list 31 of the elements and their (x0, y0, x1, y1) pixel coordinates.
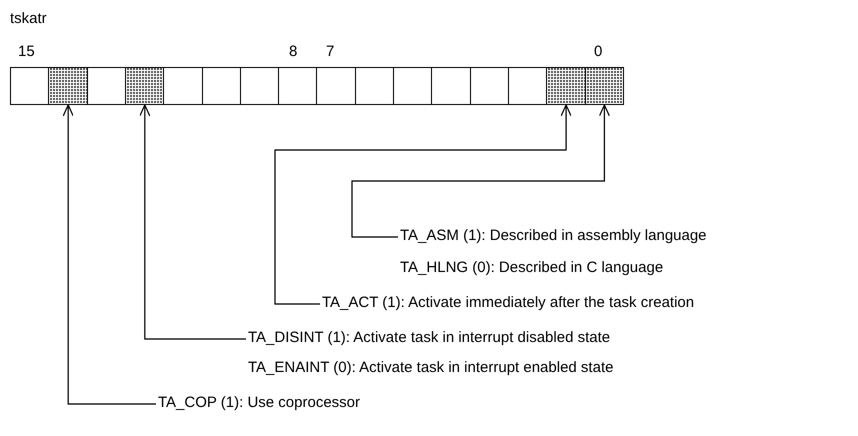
bit-number: 15 (18, 43, 35, 61)
shaded-bit-cell (124, 67, 165, 105)
bit-cell (86, 67, 126, 105)
shaded-bit-cell (546, 67, 586, 105)
register-name: tskatr (10, 10, 47, 28)
bit-description: TA_COP (1): Use coprocessor (158, 394, 360, 412)
leader-line (274, 104, 572, 305)
bit-description: TA_ACT (1): Activate immediately after the task creation (322, 294, 694, 312)
bit-cell (202, 67, 242, 105)
bit-cell (508, 67, 548, 105)
bit-cell (470, 67, 510, 105)
bit-cell (354, 67, 394, 105)
bit-cell (393, 67, 433, 105)
bit-cell (278, 67, 318, 105)
bit-cell (240, 67, 280, 105)
leader-line (62, 104, 156, 405)
bit-number: 0 (594, 43, 602, 61)
bit-cell (10, 67, 50, 105)
bit-number: 8 (289, 43, 298, 61)
shaded-bit-cell (584, 67, 624, 105)
bit-cell (163, 67, 203, 105)
bit-description: TA_DISINT (1): Activate task in interrupt disabled state (248, 329, 612, 347)
bit-description: TA_HLNG (0): Described in C language (400, 259, 664, 277)
bit-cell (316, 67, 356, 105)
leader-line (139, 104, 246, 340)
bit-cell (431, 67, 472, 105)
bit-number: 7 (326, 43, 334, 61)
leader-line (351, 104, 610, 238)
bit-description: TA_ASM (1): Described in assembly language (400, 227, 707, 245)
shaded-bit-cell (48, 67, 88, 105)
bit-description: TA_ENAINT (0): Activate task in interrupt enabled state (248, 359, 614, 377)
